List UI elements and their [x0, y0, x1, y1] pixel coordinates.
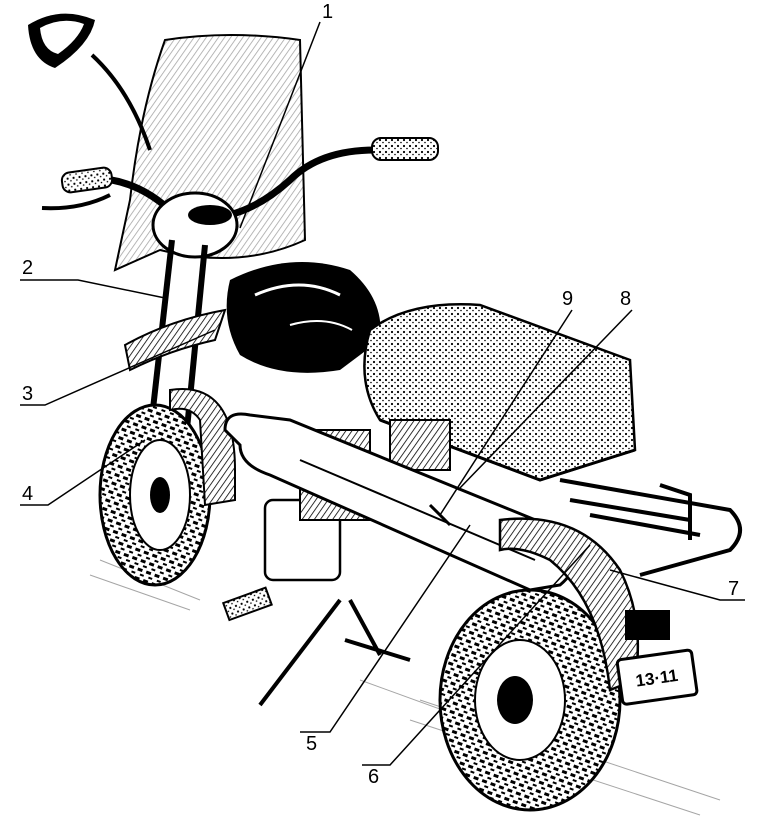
callout-1: 1 [322, 1, 333, 23]
callout-2: 2 [22, 257, 33, 279]
frame-plate [123, 308, 227, 372]
callouts: 1 2 3 4 5 6 7 8 9 [22, 1, 739, 788]
front-wheel [98, 403, 212, 587]
fuel-tank [226, 262, 381, 373]
callout-5: 5 [306, 733, 317, 755]
front-fender [169, 388, 236, 507]
leader-8 [457, 309, 633, 491]
leader-3 [20, 329, 216, 406]
callout-7: 7 [728, 578, 739, 600]
rear-wheel [438, 588, 622, 812]
callout-4: 4 [22, 483, 33, 505]
leader-lines [20, 21, 745, 766]
leader-7 [609, 569, 745, 601]
leader-5 [300, 524, 471, 733]
leader-4 [20, 439, 146, 506]
leader-2 [20, 279, 166, 299]
leader-6 [362, 544, 591, 766]
leader-9 [439, 309, 573, 516]
license-plate: 13·11 [615, 648, 699, 706]
callout-8: 8 [620, 288, 631, 310]
kickstand [258, 598, 411, 707]
mirror-stem [90, 53, 152, 151]
right-grip [371, 137, 439, 161]
luggage-rack [559, 478, 742, 577]
headlight [151, 191, 239, 259]
brake-lever [41, 193, 111, 211]
tail-light [625, 610, 670, 640]
foot-peg [221, 586, 273, 622]
callout-9: 9 [562, 288, 573, 310]
callout-6: 6 [368, 766, 379, 788]
leader-1 [239, 21, 321, 229]
callout-3: 3 [22, 383, 33, 405]
left-grip [60, 166, 114, 194]
